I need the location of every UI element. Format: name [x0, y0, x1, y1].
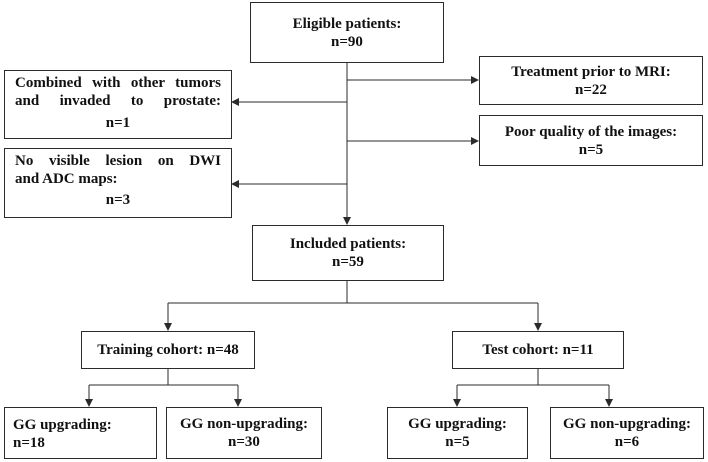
test-cohort-box: Test cohort: n=11	[452, 331, 624, 369]
included-patients-box: Included patients: n=59	[252, 225, 444, 281]
treatment-prior-label: Treatment prior to MRI:	[511, 63, 671, 80]
poor-quality-label: Poor quality of the images:	[504, 123, 678, 140]
gg-upgrading-training-label: GG upgrading:	[13, 417, 112, 433]
combined-tumors-count: n=1	[105, 115, 131, 131]
no-lesion-label-1: No visible lesion on DWI	[15, 153, 221, 169]
no-lesion-box: No visible lesion on DWI and ADC maps: n…	[4, 148, 232, 218]
combined-tumors-label-2: and invaded to prostate:	[15, 93, 221, 109]
combined-tumors-box: Combined with other tumors and invaded t…	[4, 70, 232, 139]
gg-non-upgrading-test-box: GG non-upgrading: n=6	[550, 407, 704, 459]
included-patients-label: Included patients:	[289, 236, 407, 252]
eligible-patients-label: Eligible patients:	[292, 15, 402, 32]
gg-upgrading-training-count: n=18	[13, 435, 45, 451]
training-cohort-label: Training cohort: n=48	[97, 342, 239, 358]
eligible-patients-count: n=90	[331, 33, 363, 50]
gg-upgrading-test-count: n=5	[445, 434, 470, 450]
gg-upgrading-training-box: GG upgrading: n=18	[4, 407, 157, 459]
treatment-prior-count: n=22	[575, 81, 607, 98]
gg-upgrading-test-label: GG upgrading:	[408, 416, 507, 432]
gg-upgrading-test-box: GG upgrading: n=5	[387, 407, 528, 459]
eligible-patients-box: Eligible patients: n=90	[250, 2, 444, 63]
combined-tumors-label-1: Combined with other tumors	[15, 75, 221, 91]
poor-quality-count: n=5	[578, 141, 604, 158]
poor-quality-box: Poor quality of the images: n=5	[479, 115, 703, 166]
no-lesion-label-2: and ADC maps:	[15, 171, 118, 187]
gg-non-upgrading-test-label: GG non-upgrading:	[563, 416, 691, 432]
gg-non-upgrading-training-count: n=30	[228, 434, 260, 450]
training-cohort-box: Training cohort: n=48	[81, 331, 255, 369]
test-cohort-label: Test cohort: n=11	[482, 342, 594, 358]
treatment-prior-box: Treatment prior to MRI: n=22	[479, 56, 703, 105]
gg-non-upgrading-training-box: GG non-upgrading: n=30	[166, 407, 322, 459]
gg-non-upgrading-test-count: n=6	[614, 434, 640, 450]
no-lesion-count: n=3	[105, 192, 131, 208]
included-patients-count: n=59	[332, 254, 364, 270]
gg-non-upgrading-training-label: GG non-upgrading:	[180, 416, 308, 432]
